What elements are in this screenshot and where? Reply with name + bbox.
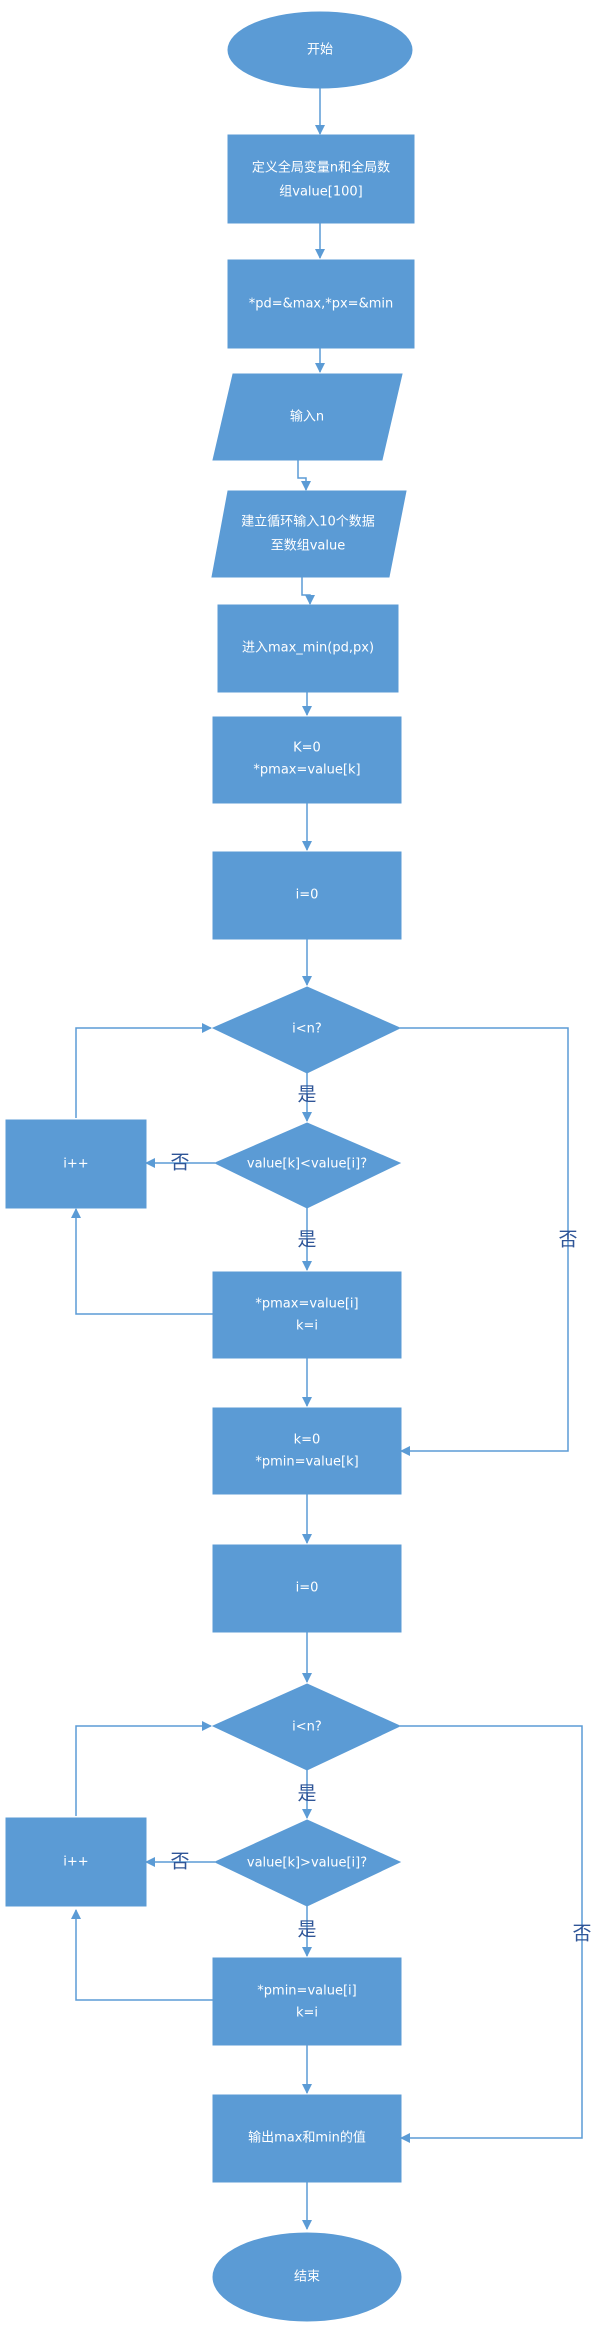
edges xyxy=(71,88,583,2230)
label-yes-2: 是 xyxy=(297,1229,316,1251)
node-cond-max-text: value[k]<value[i]? xyxy=(247,1157,367,1172)
label-no-4: 否 xyxy=(572,1923,591,1945)
edge-labels: 是 否 是 否 是 否 是 否 xyxy=(170,1084,591,1945)
edge-cond1-no xyxy=(400,1027,569,1456)
node-cond-i-lt-n-2: i<n? xyxy=(211,1683,402,1771)
node-cond-min: value[k]>value[i]? xyxy=(213,1819,402,1907)
node-end-text: 结束 xyxy=(294,2270,320,2285)
node-loop-input: 建立循环输入10个数据 至数组value xyxy=(211,490,407,578)
node-init-k-min-line2: *pmin=value[k] xyxy=(255,1455,358,1470)
node-set-max-line1: *pmax=value[i] xyxy=(255,1297,358,1312)
node-define-globals: 定义全局变量n和全局数 组value[100] xyxy=(227,134,415,224)
edge-incr-to-cond1 xyxy=(75,1023,212,1118)
terminal-ellipse xyxy=(227,11,413,89)
decision-diamond xyxy=(213,1819,402,1907)
label-yes-3: 是 xyxy=(297,1783,316,1805)
node-cond-i-lt-n-1: i<n? xyxy=(211,986,402,1074)
node-incr-1-text: i++ xyxy=(63,1157,88,1172)
node-init-k-min: k=0 *pmin=value[k] xyxy=(212,1407,402,1495)
node-incr-2-text: i++ xyxy=(63,1855,88,1870)
process-box xyxy=(212,2094,402,2183)
edge-cond2-no xyxy=(400,1725,583,2143)
node-cond-min-text: value[k]>value[i]? xyxy=(247,1856,367,1871)
node-loop-line1: 建立循环输入10个数据 xyxy=(241,514,375,530)
process-box xyxy=(212,1407,402,1495)
edge-setmax-to-incr xyxy=(71,1208,213,1315)
io-parallelogram xyxy=(212,373,403,461)
edge-input-to-loop xyxy=(297,460,311,491)
node-start-text: 开始 xyxy=(307,43,333,58)
io-parallelogram xyxy=(211,490,407,578)
node-init-i-2: i=0 xyxy=(212,1544,402,1633)
node-incr-i-1: i++ xyxy=(5,1119,147,1209)
node-input-n-text: 输入n xyxy=(290,409,324,425)
node-init-i-2-text: i=0 xyxy=(296,1581,319,1596)
process-box xyxy=(212,716,402,804)
decision-diamond xyxy=(211,986,402,1074)
node-loop-line2: 至数组value xyxy=(271,539,346,554)
process-box xyxy=(227,259,415,349)
process-box xyxy=(227,134,415,224)
node-input-n: 输入n xyxy=(212,373,403,461)
process-box xyxy=(5,1817,147,1907)
node-set-max: *pmax=value[i] k=i xyxy=(212,1271,402,1359)
node-init-i-1-text: i=0 xyxy=(296,888,319,903)
node-start: 开始 xyxy=(227,11,413,89)
node-init-k-max-line2: *pmax=value[k] xyxy=(253,763,360,778)
label-no-1: 否 xyxy=(170,1152,189,1174)
node-output: 输出max和min的值 xyxy=(212,2094,402,2183)
node-init-i-1: i=0 xyxy=(212,851,402,940)
node-set-min: *pmin=value[i] k=i xyxy=(212,1957,402,2046)
nodes: 开始 定义全局变量n和全局数 组value[100] *pd=&max,*px=… xyxy=(5,11,415,2322)
node-cond-1-text: i<n? xyxy=(292,1022,322,1037)
label-yes-1: 是 xyxy=(297,1084,316,1106)
node-cond-2-text: i<n? xyxy=(292,1720,322,1735)
edge-incr2-to-cond2 xyxy=(75,1721,212,1816)
edge-loop-to-call xyxy=(301,577,315,605)
process-box xyxy=(212,1957,402,2046)
edge-setmin-to-incr2 xyxy=(71,1909,213,2001)
label-yes-4: 是 xyxy=(297,1919,316,1941)
node-call-text: 进入max_min(pd,px) xyxy=(242,641,374,656)
node-set-min-line1: *pmin=value[i] xyxy=(257,1984,356,1999)
node-define-line1: 定义全局变量n和全局数 xyxy=(252,160,390,176)
node-call-max-min: 进入max_min(pd,px) xyxy=(217,604,399,693)
process-box xyxy=(217,604,399,693)
node-init-k-max-line1: K=0 xyxy=(293,741,321,756)
label-no-2: 否 xyxy=(558,1229,577,1251)
node-init-k-max: K=0 *pmax=value[k] xyxy=(212,716,402,804)
node-pointers-text: *pd=&max,*px=&min xyxy=(249,297,393,312)
node-incr-i-2: i++ xyxy=(5,1817,147,1907)
node-cond-max: value[k]<value[i]? xyxy=(213,1122,402,1209)
process-box xyxy=(212,851,402,940)
label-no-3: 否 xyxy=(170,1851,189,1873)
process-box xyxy=(5,1119,147,1209)
node-set-max-line2: k=i xyxy=(296,1319,318,1334)
decision-diamond xyxy=(211,1683,402,1771)
terminal-ellipse xyxy=(212,2232,402,2322)
process-box xyxy=(212,1271,402,1359)
node-set-min-line2: k=i xyxy=(296,2006,318,2021)
node-pointers: *pd=&max,*px=&min xyxy=(227,259,415,349)
node-define-line2: 组value[100] xyxy=(279,185,362,200)
process-box xyxy=(212,1544,402,1633)
node-output-text: 输出max和min的值 xyxy=(248,2130,366,2146)
node-init-k-min-line1: k=0 xyxy=(294,1433,321,1448)
node-end: 结束 xyxy=(212,2232,402,2322)
decision-diamond xyxy=(213,1122,402,1209)
